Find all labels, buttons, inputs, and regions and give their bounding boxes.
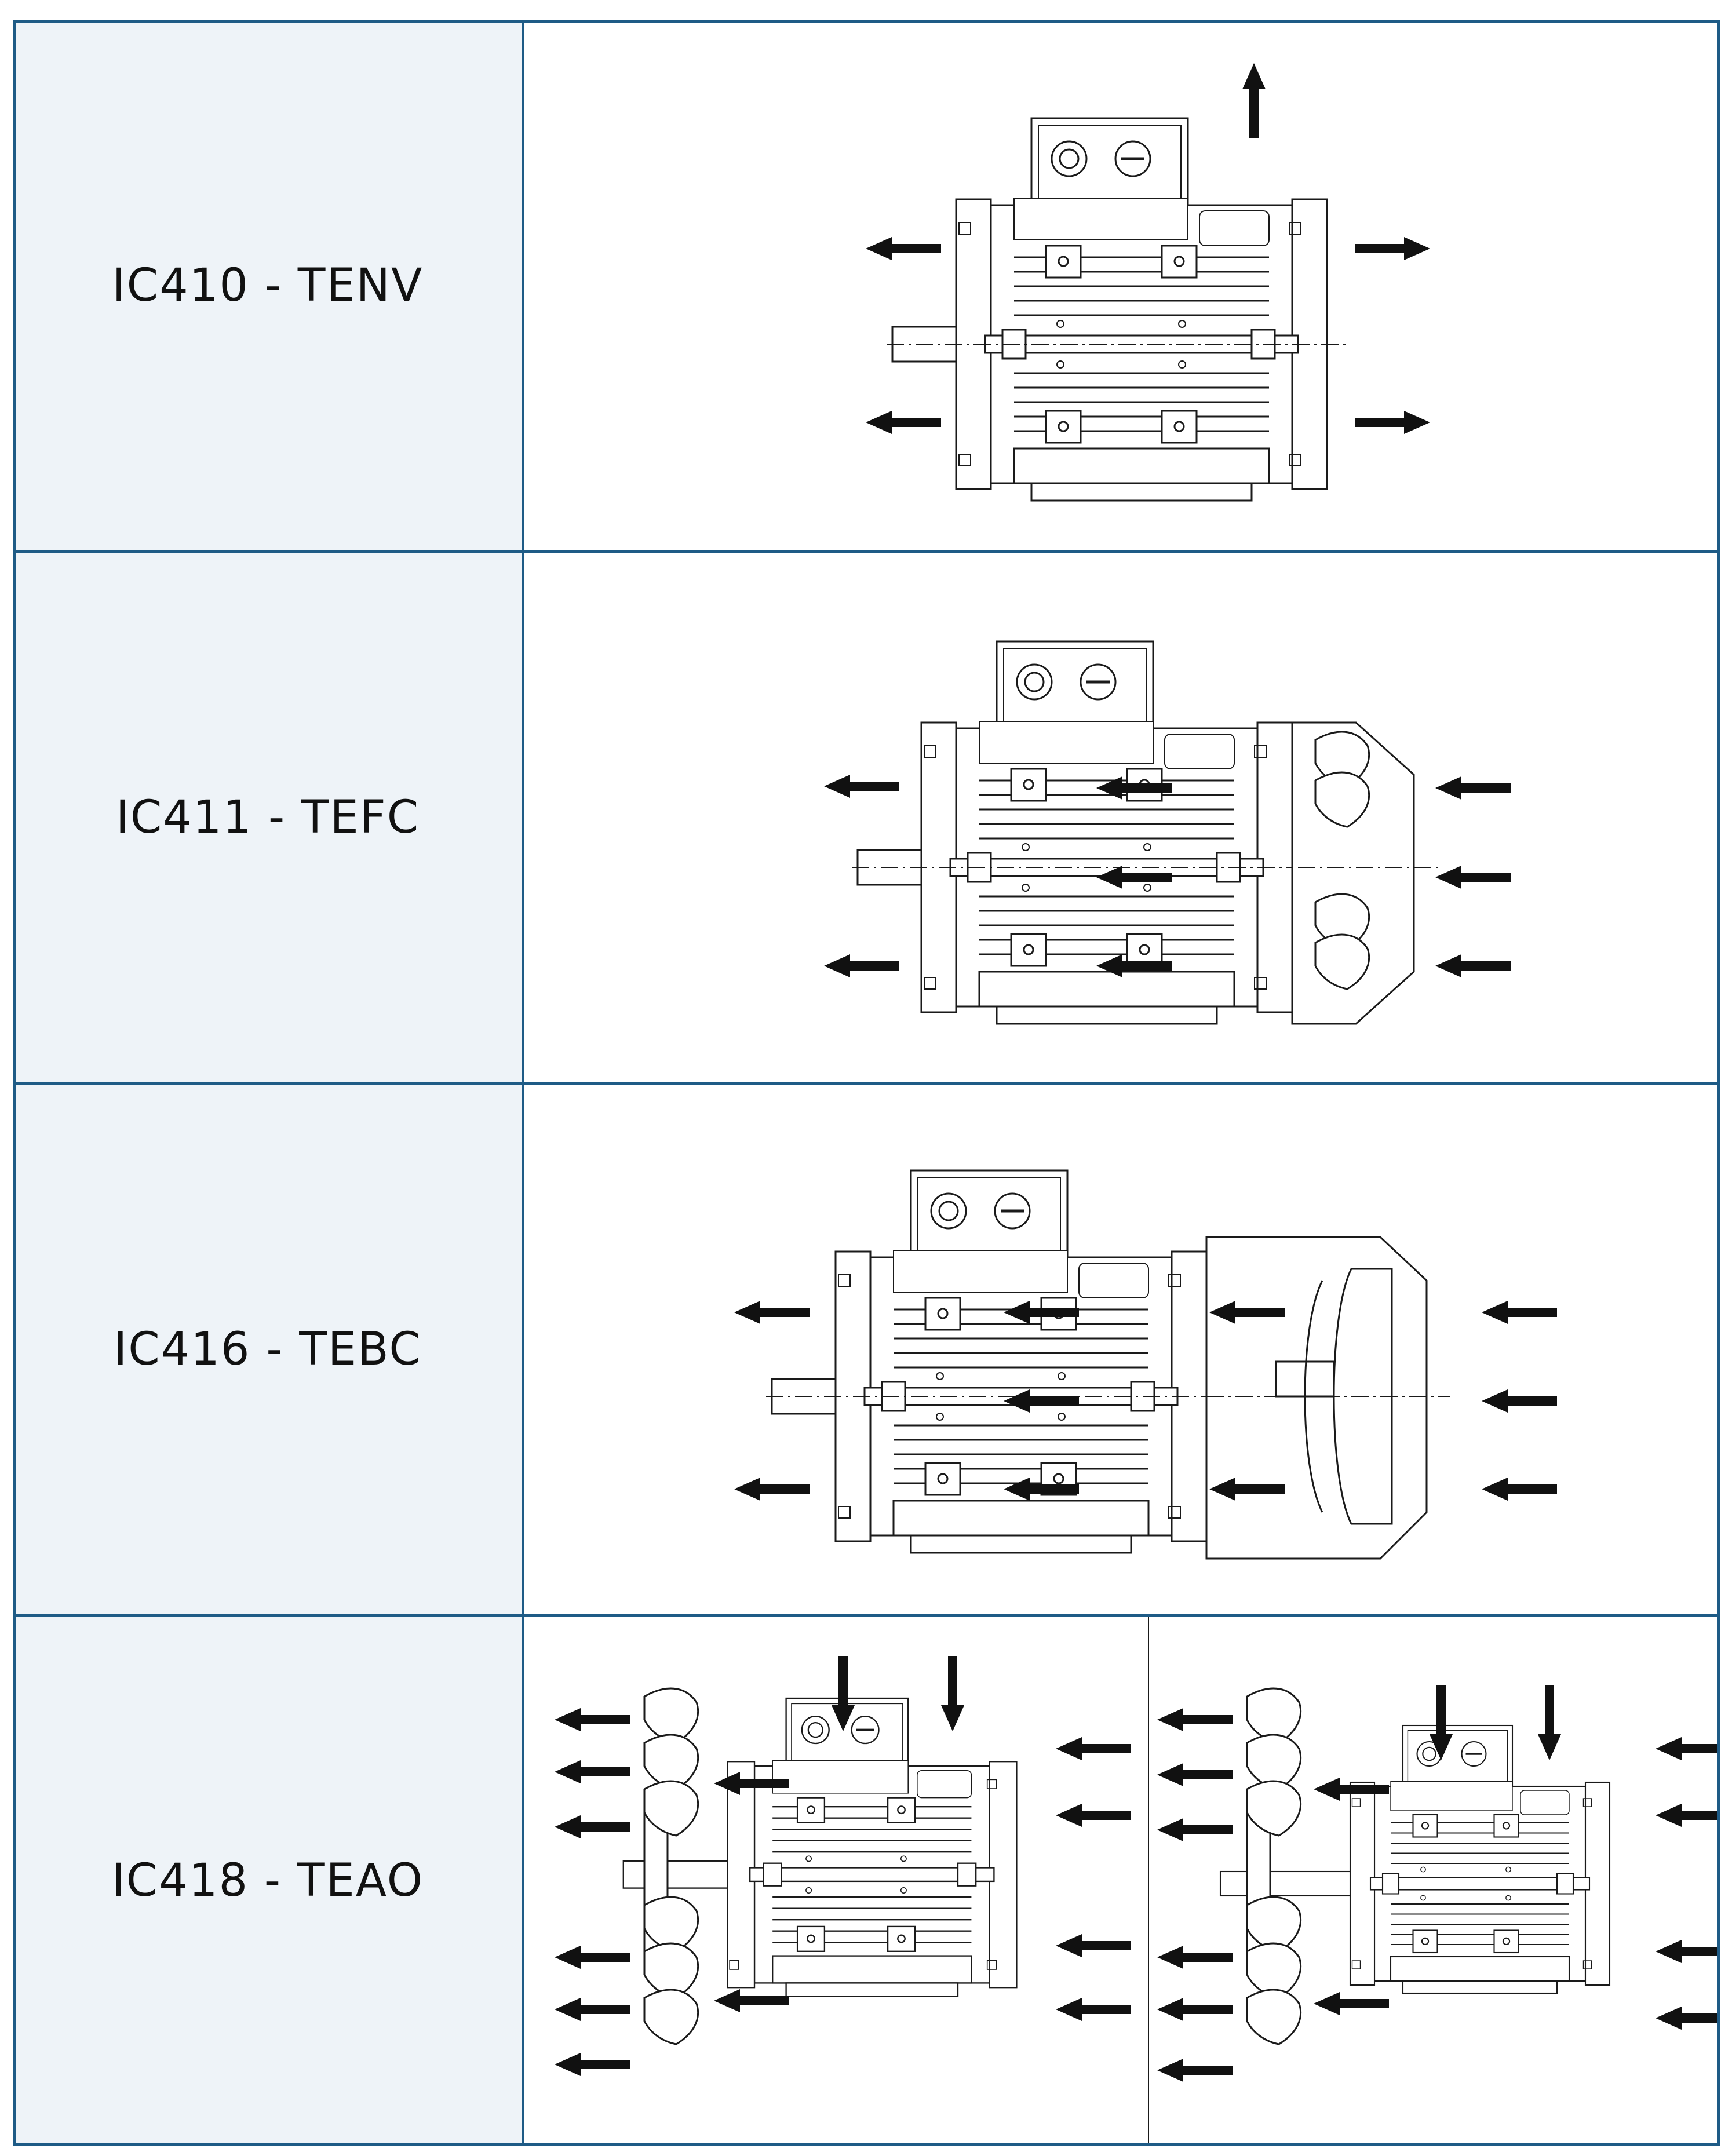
tenv-motor-diagram: [866, 63, 1430, 552]
airflow-arrow: [1482, 1389, 1557, 1413]
airflow-arrow: [1056, 1804, 1131, 1827]
motor-drawing: [622, 1697, 1018, 1998]
airflow-arrow: [1157, 1763, 1233, 1786]
airflow-arrow: [1656, 2007, 1720, 2030]
airflow-arrow: [1656, 1737, 1720, 1760]
airflow-arrow: [555, 1998, 630, 2021]
axial-fan: [1246, 1687, 1302, 2045]
airflow-arrow: [866, 237, 941, 260]
airflow-arrow: [824, 775, 899, 798]
motor-drawing: [885, 118, 1351, 501]
airflow-arrow: [1355, 237, 1430, 260]
row-divider: [13, 550, 1720, 553]
airflow-arrow: [555, 2053, 630, 2076]
row-ic411: IC411 - TEFC: [13, 552, 1720, 1084]
airflow-arrow: [555, 1708, 630, 1731]
motor-diagram-cell: [523, 552, 1720, 1084]
table-border: [13, 2143, 1720, 2146]
row-ic416: IC416 - TEBC: [13, 1084, 1720, 1615]
airflow-arrow: [824, 954, 899, 977]
airflow-arrow: [1482, 1478, 1557, 1501]
airflow-arrow: [1157, 1708, 1233, 1731]
airflow-arrow: [555, 1760, 630, 1783]
row-label-cell: IC418 - TEAO: [13, 1615, 523, 2146]
motor-diagram-cell: [523, 1084, 1720, 1615]
row-divider: [13, 1082, 1720, 1085]
airflow-arrow: [1056, 1998, 1131, 2021]
row-label-cell: IC411 - TEFC: [13, 552, 523, 1084]
tefc-motor-diagram: [824, 552, 1511, 1084]
motor-drawing: [851, 641, 1443, 1024]
airflow-arrow: [1435, 776, 1511, 800]
airflow-arrow: [555, 1946, 630, 1969]
tebc-motor-diagram: [734, 1084, 1557, 1560]
airflow-arrow: [1538, 1685, 1561, 1760]
airflow-arrow: [1482, 1301, 1557, 1324]
airflow-arrow: [1656, 1940, 1720, 1963]
airflow-arrow: [714, 1989, 789, 2012]
table-border: [13, 20, 1720, 23]
airflow-arrow: [1242, 63, 1266, 138]
airflow-arrow: [1157, 1818, 1233, 1841]
motor-drawing: [1219, 1724, 1611, 1994]
airflow-arrow: [1435, 954, 1511, 977]
cooling-methods-table: IC410 - TENV IC411 - TEFC: [13, 20, 1720, 2146]
teao-diagram-left: [555, 1656, 1131, 2076]
airflow-arrow: [1157, 1946, 1233, 1969]
airflow-arrow: [1656, 1804, 1720, 1827]
airflow-arrow: [1056, 1737, 1131, 1760]
airflow-arrow: [734, 1301, 810, 1324]
teao-motor-diagrams: [555, 1615, 1720, 2146]
row-ic410: IC410 - TENV: [13, 20, 1720, 552]
motor-diagram-cell: [523, 1615, 1720, 2146]
airflow-arrow: [1157, 1998, 1233, 2021]
cooling-code-label: IC410 - TENV: [112, 260, 424, 312]
airflow-arrow: [555, 1815, 630, 1838]
motor-diagram-cell: [523, 20, 1720, 552]
axial-fan: [643, 1687, 699, 2045]
row-label-cell: IC416 - TEBC: [13, 1084, 523, 1615]
airflow-arrow: [941, 1656, 964, 1731]
cooling-code-label: IC418 - TEAO: [111, 1855, 424, 1907]
airflow-arrow: [1157, 2059, 1233, 2082]
airflow-arrow: [1056, 1934, 1131, 1957]
row-label-cell: IC410 - TENV: [13, 20, 523, 552]
airflow-arrow: [1355, 411, 1430, 434]
teao-diagram-right: [1157, 1685, 1720, 2082]
row-ic418: IC418 - TEAO: [13, 1615, 1720, 2146]
airflow-arrow: [1314, 1992, 1389, 2015]
motor-drawing: [765, 1170, 1450, 1560]
airflow-arrow: [866, 411, 941, 434]
row-divider: [13, 1614, 1720, 1617]
airflow-arrow: [1435, 866, 1511, 889]
airflow-arrow: [734, 1478, 810, 1501]
cooling-code-label: IC411 - TEFC: [115, 791, 420, 844]
cooling-code-label: IC416 - TEBC: [114, 1323, 422, 1376]
